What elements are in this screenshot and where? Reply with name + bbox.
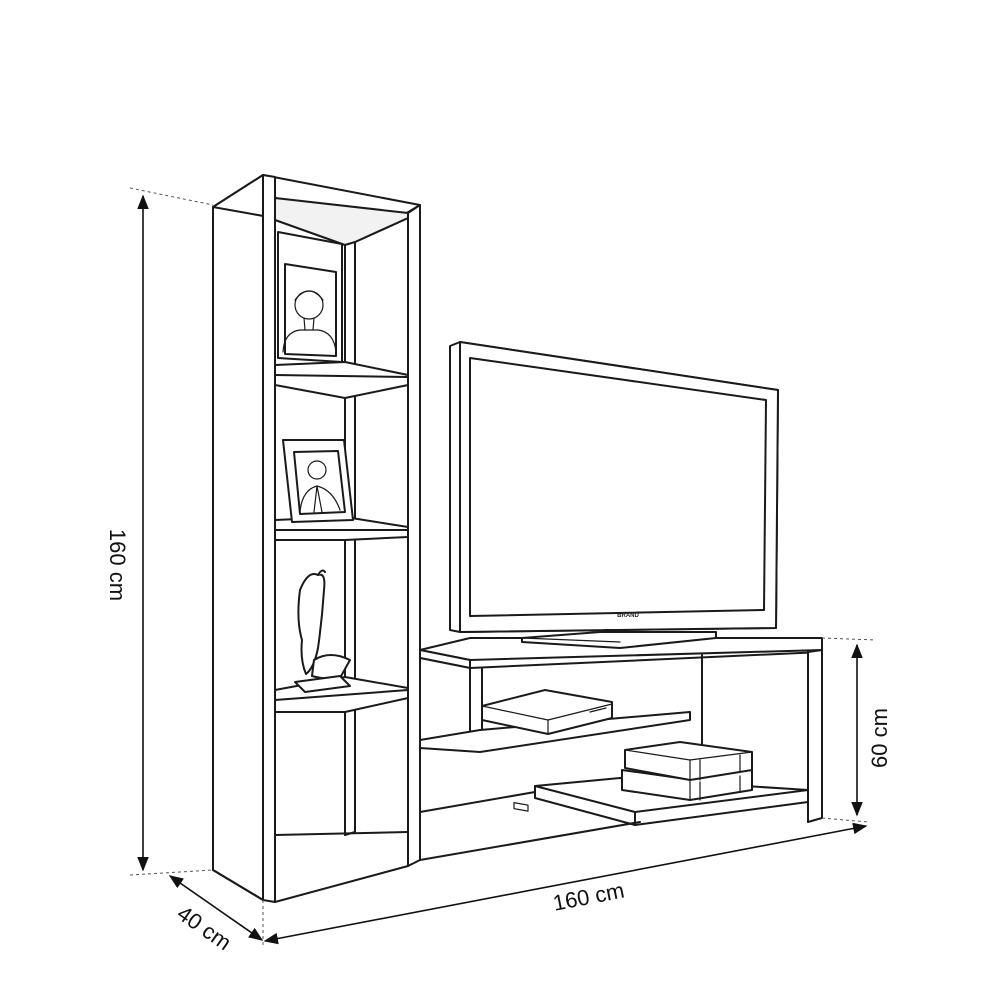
dvd-player bbox=[481, 689, 613, 812]
tv-stand bbox=[419, 637, 823, 861]
tv-brand-label: BRAND bbox=[617, 613, 639, 619]
portrait-frame-man bbox=[282, 439, 354, 523]
tv-stand-height-label: 60 cm bbox=[867, 708, 892, 768]
dimension-lines bbox=[129, 187, 877, 945]
depth-dimension-label: 40 cm bbox=[173, 900, 236, 955]
cat-sculpture bbox=[294, 569, 351, 693]
stacked-books bbox=[621, 741, 753, 801]
television: BRAND bbox=[449, 341, 779, 649]
width-dimension-label: 160 cm bbox=[551, 877, 627, 915]
portrait-frame-woman bbox=[277, 231, 343, 363]
height-dimension-label: 160 cm bbox=[105, 529, 130, 601]
